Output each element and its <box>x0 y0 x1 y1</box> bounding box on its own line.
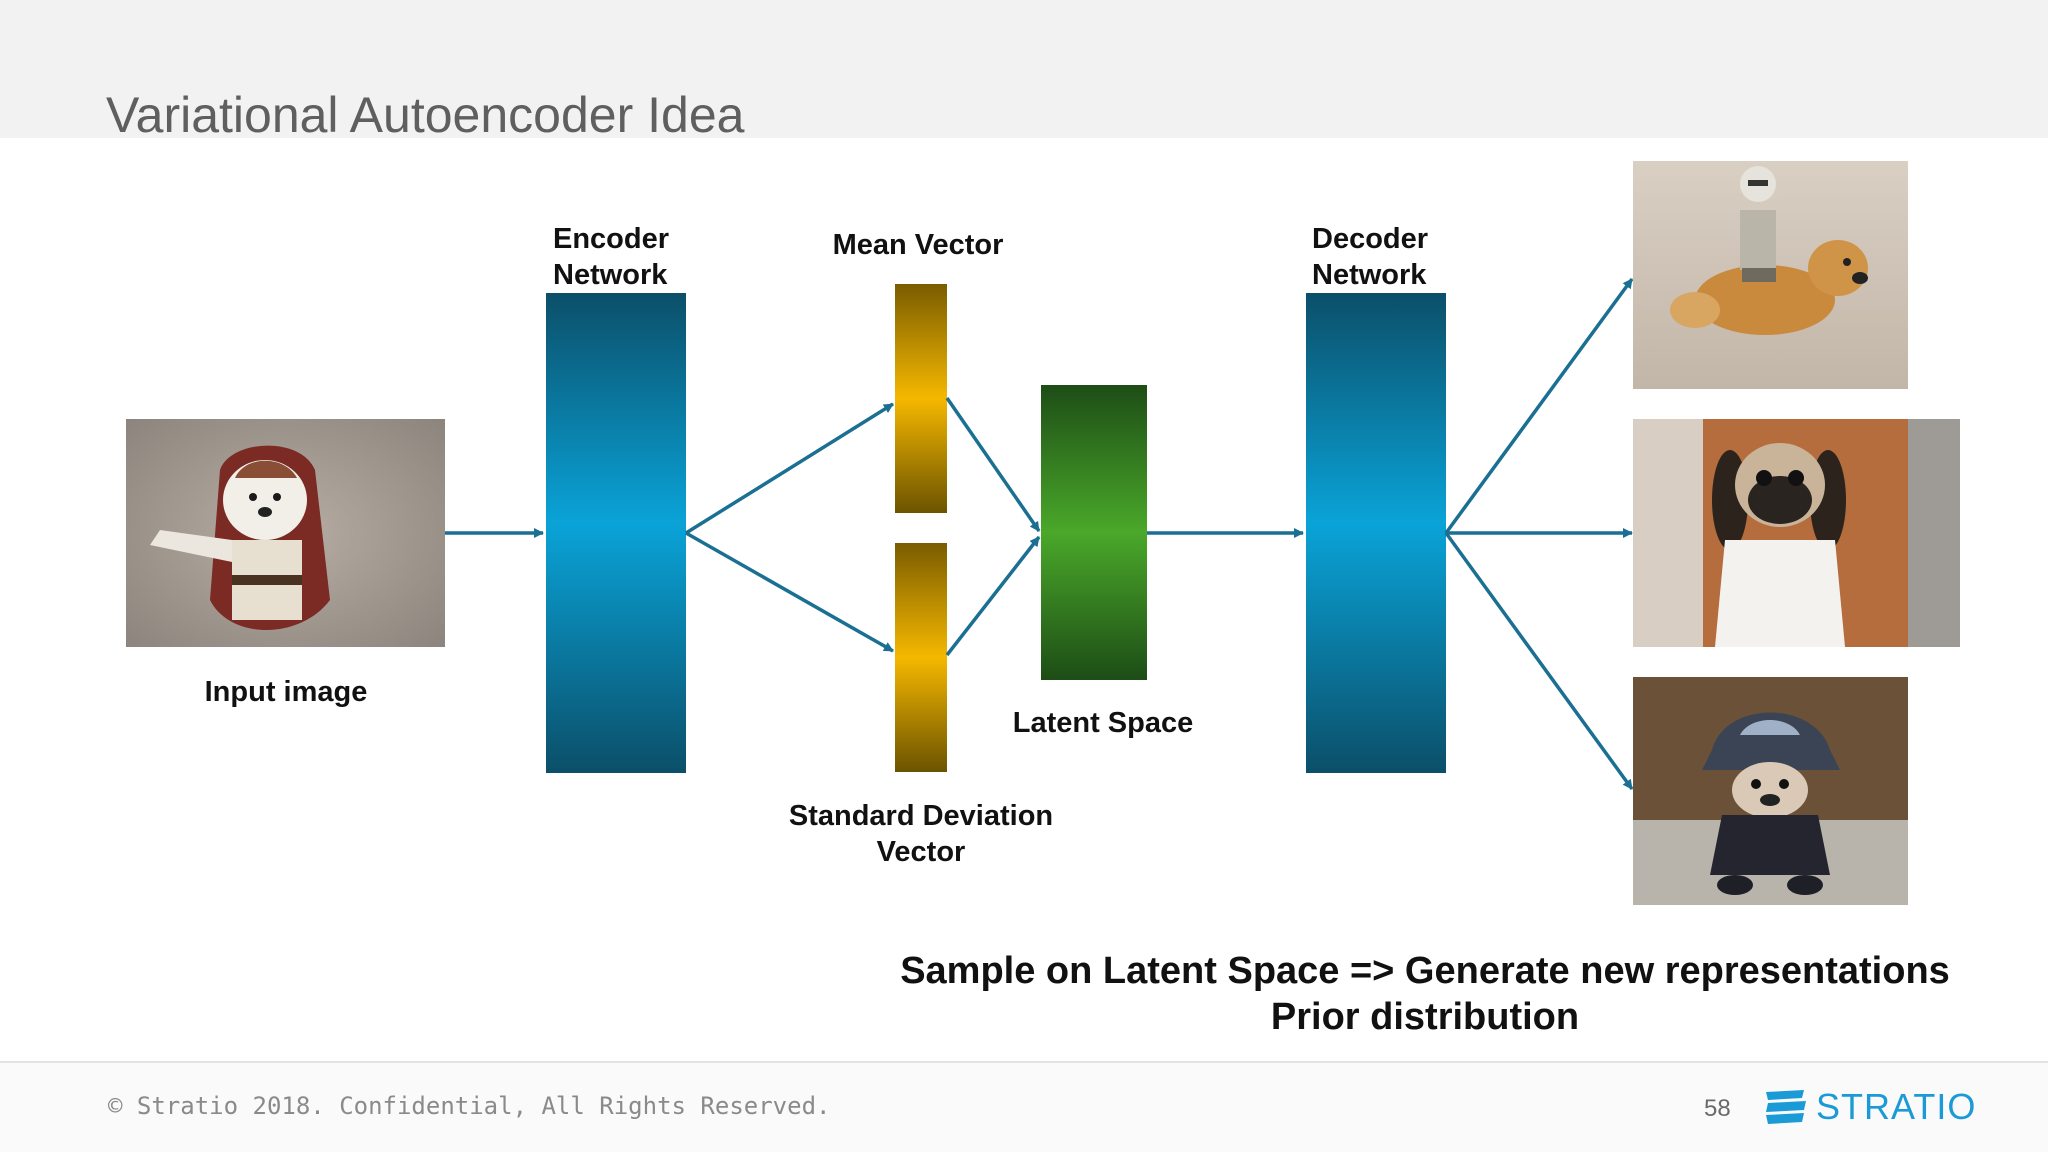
caption-line2: Prior distribution <box>1270 996 1580 1038</box>
label-decoder-network: Decoder Network <box>1312 221 1428 293</box>
title-band <box>0 0 2048 138</box>
output-image-1 <box>1633 161 1908 389</box>
label-decoder-line1: Decoder <box>1312 223 1429 255</box>
arrow-decoder-to-output3 <box>1444 531 1634 791</box>
label-encoder-network: Encoder Network <box>553 221 669 293</box>
label-std-vector: Standard Deviation Vector <box>770 798 1072 870</box>
label-encoder-line1: Encoder <box>553 223 670 255</box>
encoder-network-block <box>546 293 686 773</box>
arrow-std-to-latent <box>945 535 1041 657</box>
label-input-image: Input image <box>204 676 368 708</box>
input-image <box>126 419 445 647</box>
latent-space-block <box>1041 385 1147 680</box>
caption: Sample on Latent Space => Generate new r… <box>860 948 1990 1040</box>
label-encoder-line2: Network <box>553 259 668 291</box>
slide-title: Variational Autoencoder Idea <box>106 87 745 143</box>
output-image-2 <box>1633 419 1960 647</box>
stratio-logo-text: STRATIO <box>1816 1086 1977 1127</box>
label-mean-vector: Mean Vector <box>832 229 1004 261</box>
label-std-line2: Vector <box>876 836 966 868</box>
arrow-encoder-to-mean <box>685 402 894 535</box>
arrow-encoder-to-std <box>685 531 894 653</box>
label-std-line1: Standard Deviation <box>788 800 1054 832</box>
output-image-3 <box>1633 677 1908 905</box>
label-latent-space: Latent Space <box>1012 707 1194 739</box>
footer-divider <box>0 1061 2048 1063</box>
stratio-logo-icon <box>1766 1090 1806 1124</box>
page-number: 58 <box>1704 1095 1731 1122</box>
caption-line1: Sample on Latent Space => Generate new r… <box>900 950 1950 992</box>
std-vector-block <box>895 543 947 772</box>
footer-band <box>0 1063 2048 1152</box>
arrow-mean-to-latent <box>945 397 1041 532</box>
label-decoder-line2: Network <box>1312 259 1427 291</box>
decoder-network-block <box>1306 293 1446 773</box>
footer-copyright: © Stratio 2018. Confidential, All Rights… <box>108 1092 831 1120</box>
arrow-decoder-to-output1 <box>1444 277 1634 535</box>
mean-vector-block <box>895 284 947 513</box>
